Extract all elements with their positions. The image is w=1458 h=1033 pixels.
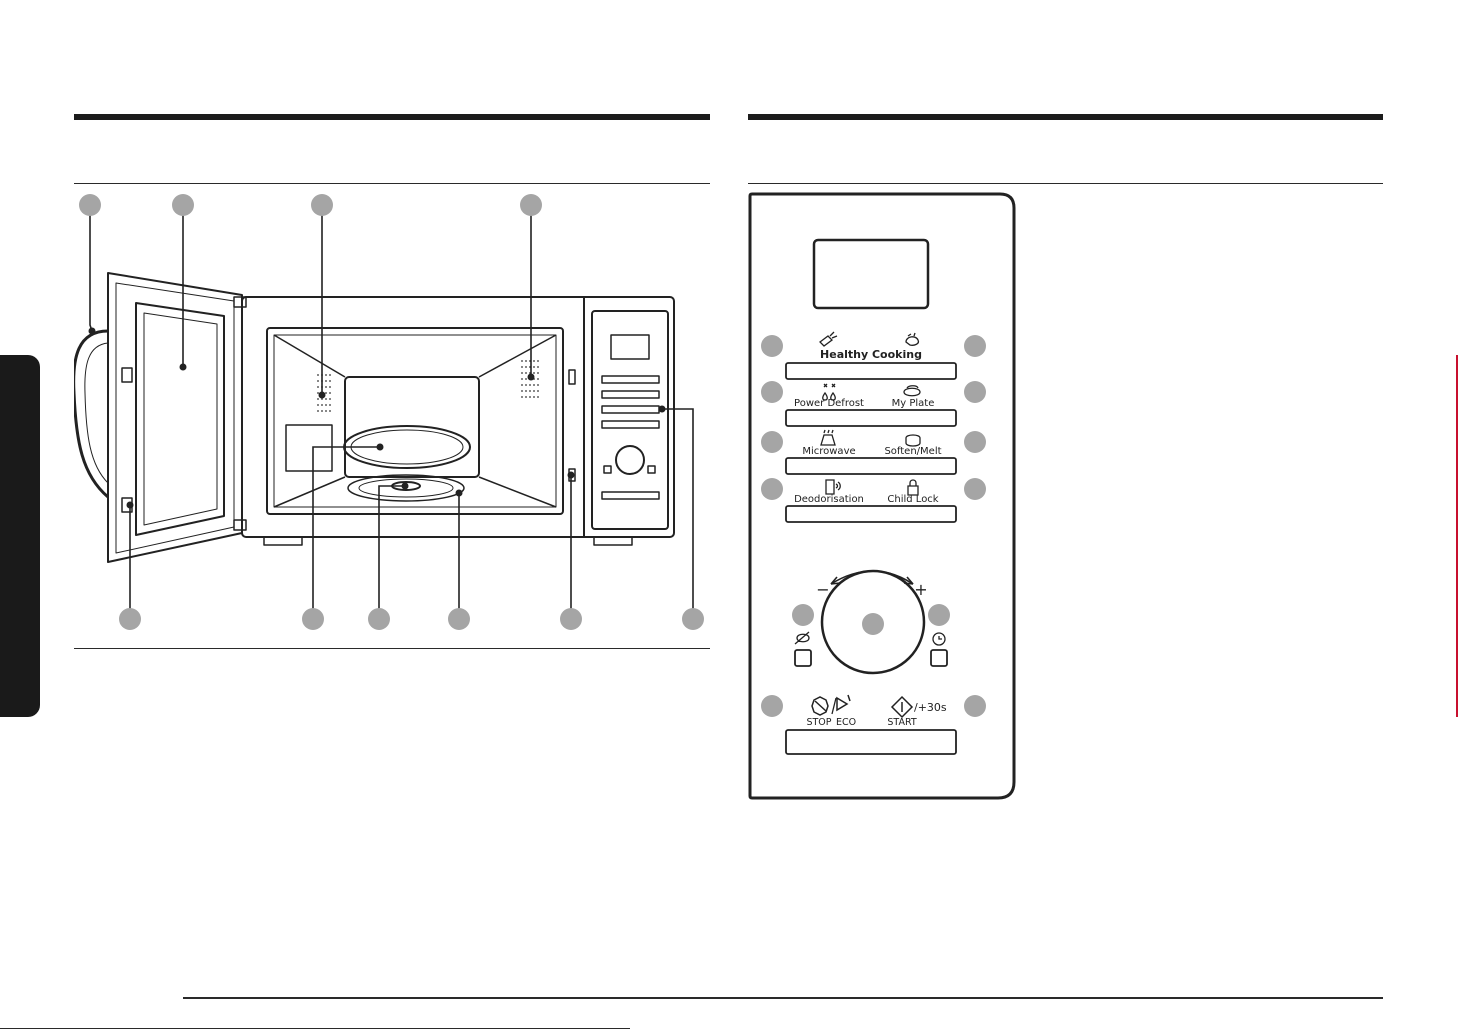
callout-bubble xyxy=(761,431,783,453)
eco-icon xyxy=(837,695,850,710)
callout-bubble xyxy=(761,335,783,357)
oven-dial xyxy=(616,446,644,474)
section-rule-left xyxy=(74,114,710,120)
waveguide-cover xyxy=(286,425,332,471)
stop-cross-line xyxy=(815,701,826,711)
eco-label: ECO xyxy=(836,717,856,728)
power-defrost-label: Power Defrost xyxy=(794,398,864,409)
dial-minus-label: − xyxy=(816,580,829,599)
start-label: START xyxy=(887,717,917,728)
healthy-cooking-label: Healthy Cooking xyxy=(820,348,922,361)
weight-button xyxy=(795,650,811,666)
callout-bubble xyxy=(928,604,950,626)
callout-bubble xyxy=(964,335,986,357)
display-window xyxy=(814,240,928,308)
my-plate-icon xyxy=(904,386,920,396)
figure-bottom-rule xyxy=(74,648,710,649)
callout-bubble xyxy=(761,381,783,403)
soften-melt-label: Soften/Melt xyxy=(884,446,941,457)
row4-button-bar xyxy=(786,506,956,522)
healthy-cooking-icons xyxy=(820,332,918,346)
crop-line xyxy=(0,1028,630,1029)
chapter-side-tab xyxy=(0,355,40,717)
callout-bubble xyxy=(761,478,783,500)
stop-label: STOP xyxy=(806,717,831,728)
microwave-icon xyxy=(821,430,835,445)
callout-bubble xyxy=(792,604,814,626)
callout-bubble xyxy=(964,695,986,717)
oven-callouts xyxy=(79,194,704,630)
deodorisation-label: Deodorisation xyxy=(794,494,864,505)
door-handle xyxy=(74,331,108,497)
my-plate-label: My Plate xyxy=(892,398,935,409)
door-window xyxy=(136,303,224,535)
oven-control-panel xyxy=(592,311,668,529)
oven-body xyxy=(242,297,674,537)
row3-button-bar xyxy=(786,458,956,474)
subsection-rule-right xyxy=(748,183,1383,184)
vegetable-icon xyxy=(820,332,837,346)
chicken-icon xyxy=(906,333,918,345)
section-rule-right xyxy=(748,114,1383,120)
row2-button-bar xyxy=(786,410,956,426)
callout-bubble xyxy=(761,695,783,717)
subsection-rule-left xyxy=(74,183,710,184)
callout-bubble xyxy=(964,381,986,403)
callout-bubble xyxy=(448,608,470,630)
callout-bubble xyxy=(560,608,582,630)
footer-rule xyxy=(183,997,1383,999)
dial-plus-label: + xyxy=(914,580,927,599)
callout-bubble xyxy=(119,608,141,630)
microwave-label: Microwave xyxy=(802,446,855,457)
callout-bubble xyxy=(311,194,333,216)
callout-bubble xyxy=(520,194,542,216)
callout-bubble xyxy=(368,608,390,630)
weight-icon xyxy=(795,632,809,644)
callout-bubble xyxy=(682,608,704,630)
callout-bubble xyxy=(964,478,986,500)
callout-bubble xyxy=(964,431,986,453)
soften-melt-icon xyxy=(906,435,920,446)
child-lock-icon xyxy=(908,480,918,495)
row1-button-bar xyxy=(786,363,956,379)
deodorisation-icon xyxy=(826,480,840,494)
plus30-label: /+30s xyxy=(914,701,947,714)
callout-bubble xyxy=(862,613,884,635)
child-lock-label: Child Lock xyxy=(887,494,938,505)
time-button xyxy=(931,650,947,666)
callout-bubble xyxy=(302,608,324,630)
oven-figure xyxy=(74,185,710,645)
stop-start-button-bar xyxy=(786,730,956,754)
callout-bubble xyxy=(172,194,194,216)
door-latch-top xyxy=(122,368,132,382)
oven-display xyxy=(611,335,649,359)
callout-bubble xyxy=(79,194,101,216)
control-panel-figure: Healthy Cooking Power Defrost My Plate M… xyxy=(748,190,1018,805)
